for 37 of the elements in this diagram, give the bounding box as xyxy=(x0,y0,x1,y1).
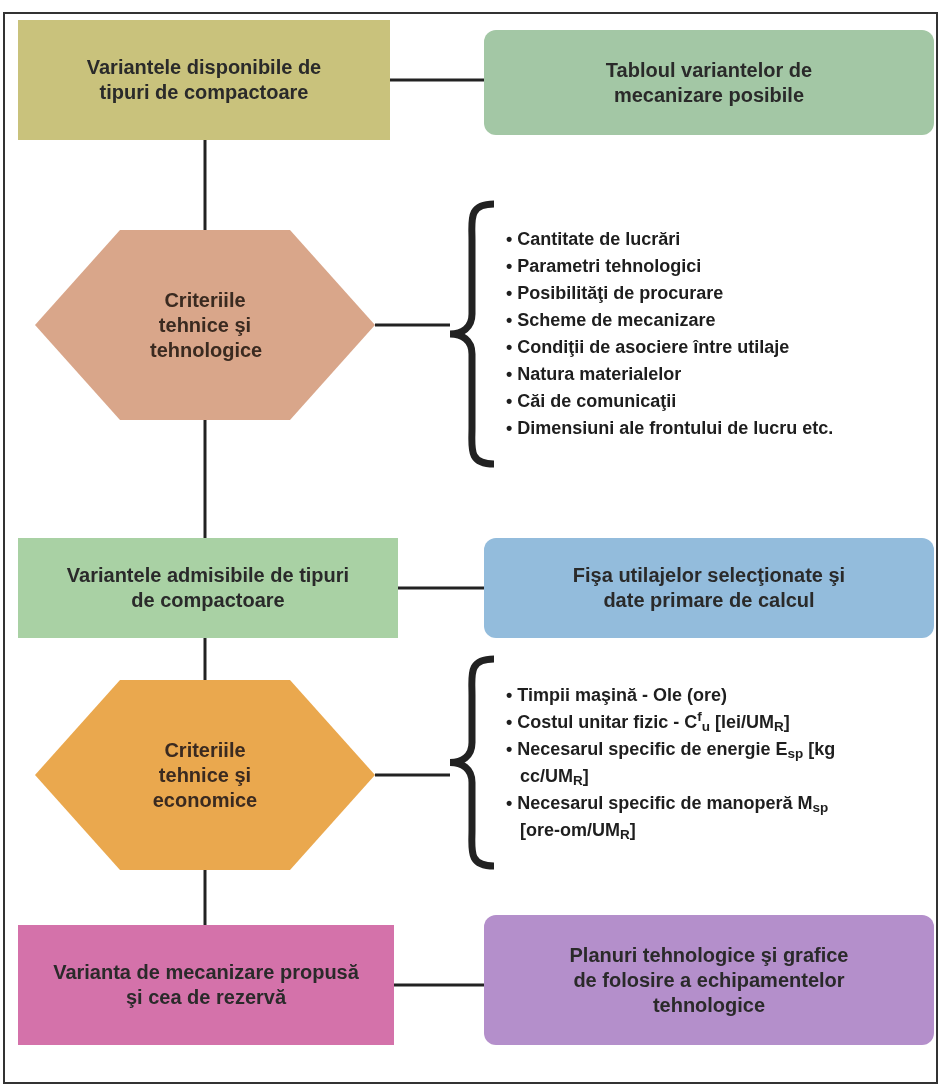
result-box xyxy=(484,538,934,638)
list-item: • Dimensiuni ale frontului de lucru etc. xyxy=(506,417,835,440)
process-box xyxy=(18,538,398,638)
hexagon-label: Criteriile tehnice şi tehnologice xyxy=(150,287,260,363)
list-item: • Posibilităţi de procurare xyxy=(506,282,725,305)
box-label: Varianta de mecanizare propusă şi cea de rezervă xyxy=(52,960,360,1010)
box-label: Variantele disponibile de tipuri de compactoare xyxy=(85,55,323,105)
list-item: • Timpii maşină - Ole (ore) xyxy=(506,683,729,707)
connector-line xyxy=(203,140,207,230)
connector-line xyxy=(394,983,484,987)
connector-line xyxy=(398,586,484,590)
criteria-hexagon xyxy=(35,680,375,870)
hexagon-label: Criteriile tehnice şi economice xyxy=(151,737,259,813)
box-label: Variantele admisibile de tipuri de compactoare xyxy=(65,563,351,613)
connector-line xyxy=(203,420,207,538)
box-label: Planuri tehnologice şi grafice de folosire a echipamentelor tehnologice xyxy=(568,942,850,1018)
result-box xyxy=(484,915,934,1045)
list-item: • Scheme de mecanizare xyxy=(506,309,717,332)
list-item: • Condiţii de asociere între utilaje xyxy=(506,336,791,359)
box-label: Tabloul variantelor de mecanizare posibile xyxy=(604,57,814,108)
process-box xyxy=(18,20,390,140)
list-item: • Căi de comunicaţii xyxy=(506,390,678,413)
connector-line xyxy=(390,78,484,82)
process-box xyxy=(18,925,394,1045)
list-item: • Natura materialelor xyxy=(506,363,683,386)
list-item: • Cantitate de lucrări xyxy=(506,228,682,251)
connector-line xyxy=(375,323,450,327)
connector-line xyxy=(375,773,450,777)
list-item: • Parametri tehnologici xyxy=(506,255,703,278)
box-label: Fişa utilajelor selecţionate şi date primare de calcul xyxy=(571,563,847,613)
result-box xyxy=(484,30,934,135)
connector-line xyxy=(203,638,207,680)
criteria-hexagon xyxy=(35,230,375,420)
list-item: • Necesarul specific de energie E$_{sp}$ [kg cc/UM$_{R}$] xyxy=(506,737,836,790)
list-item: • Necesarul specific de manoperă M$_{sp}$ [ore-om/UM$_{R}$] xyxy=(506,791,830,844)
list-item: • Costul unitar fizic - C$^{f}$$_{u}$ [lei/UM$_{R}$] xyxy=(506,708,791,736)
connector-line xyxy=(203,870,207,925)
